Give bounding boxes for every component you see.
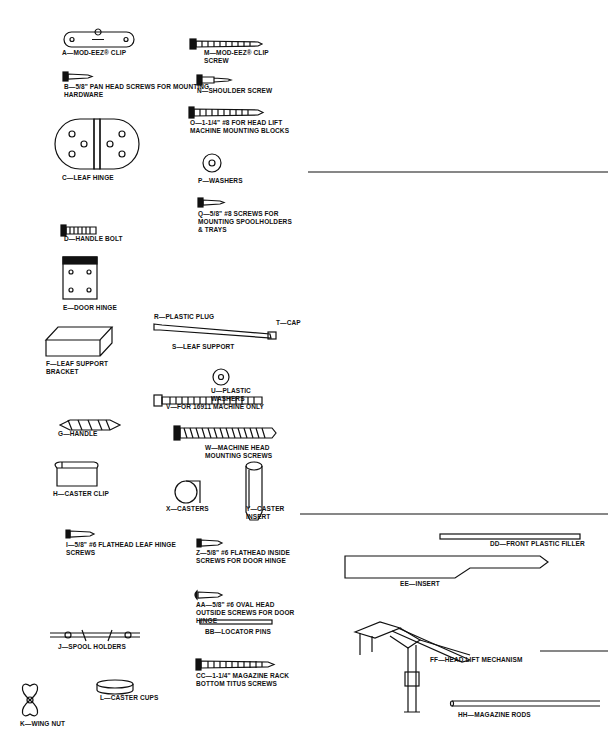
rule-line <box>308 171 608 172</box>
filler-part <box>440 534 580 539</box>
screw-part <box>174 426 276 440</box>
part-label: N—SHOULDER SCREW <box>197 87 297 95</box>
part-label: Q—5/8" #8 SCREWS FOR MOUNTING SPOOLHOLDE… <box>198 210 298 234</box>
part-label: O—1-1/4" #8 FOR HEAD LIFT MACHINE MOUNTI… <box>190 119 300 135</box>
caster-part <box>175 481 200 503</box>
part-label: AA—5/8" #6 OVAL HEAD OUTSIDE SCREWS FOR … <box>196 601 306 625</box>
part-label: M—MOD-EEZ® CLIP SCREW <box>204 49 284 65</box>
part-label: Z—5/8" #6 FLATHEAD INSIDE SCREWS FOR DOO… <box>196 549 311 565</box>
part-label: E—DOOR HINGE <box>63 304 143 312</box>
clip-part <box>92 29 104 39</box>
part-label: W—MACHINE HEAD MOUNTING SCREWS <box>205 444 300 460</box>
part-label: CC—1-1/4" MAGAZINE RACK BOTTOM TITUS SCR… <box>196 672 306 688</box>
part-label: BB—LOCATOR PINS <box>205 628 295 636</box>
part-label: EE—INSERT <box>400 580 460 588</box>
mechanism-part <box>355 622 470 712</box>
part-label: I—5/8" #6 FLATHEAD LEAF HINGE SCREWS <box>66 541 181 557</box>
part-label: X—CASTERS <box>166 505 226 513</box>
part-label: T—CAP <box>276 319 316 327</box>
support-part <box>154 324 276 339</box>
screw-part <box>66 530 94 538</box>
hinge-part <box>63 257 97 299</box>
handle-part <box>60 420 120 430</box>
washer-part <box>203 154 221 172</box>
wing-nut-part <box>22 684 37 716</box>
part-label: R—PLASTIC PLUG <box>154 313 234 321</box>
screw-part <box>190 39 262 49</box>
part-label: H—CASTER CLIP <box>53 490 133 498</box>
bracket-part <box>46 327 112 356</box>
part-label: K—WING NUT <box>20 720 80 728</box>
part-label: P—WASHERS <box>198 177 268 185</box>
insert-part <box>345 556 548 578</box>
part-label: HH—MAGAZINE RODS <box>458 711 568 719</box>
part-label: Y—CASTER INSERT <box>246 505 296 521</box>
screw-part <box>189 107 263 118</box>
rule-line <box>300 513 608 514</box>
part-label: F—LEAF SUPPORT BRACKET <box>46 360 121 376</box>
part-label: C—LEAF HINGE <box>62 174 142 182</box>
screw-part <box>63 72 92 81</box>
screw-part <box>198 198 224 207</box>
part-label: FF—HEAD LIFT MECHANISM <box>430 656 540 664</box>
hinge-part <box>55 119 139 169</box>
clip-part <box>124 38 128 42</box>
part-label: DD—FRONT PLASTIC FILLER <box>490 540 600 548</box>
part-label: S—LEAF SUPPORT <box>172 343 252 351</box>
bolt-part <box>61 225 96 236</box>
part-label: G—HANDLE <box>58 430 118 438</box>
rod-part <box>451 701 601 706</box>
washer-part <box>213 369 229 385</box>
part-label: V—FOR 16911 MACHINE ONLY <box>166 403 296 411</box>
part-label: U—PLASTIC WASHERS <box>211 387 276 403</box>
part-label: D—HANDLE BOLT <box>64 235 154 243</box>
part-label: L—CASTER CUPS <box>100 694 170 702</box>
cup-part <box>97 680 133 694</box>
part-label: J—SPOOL HOLDERS <box>58 643 148 651</box>
screw-part <box>197 539 222 547</box>
rule-line <box>540 650 608 651</box>
spool-holder-part <box>50 630 140 641</box>
screw-part <box>196 659 274 670</box>
screw-part <box>195 591 222 599</box>
clip-part <box>55 462 98 486</box>
clip-part <box>70 38 74 42</box>
part-label: A—MOD-EEZ® CLIP <box>62 49 152 57</box>
